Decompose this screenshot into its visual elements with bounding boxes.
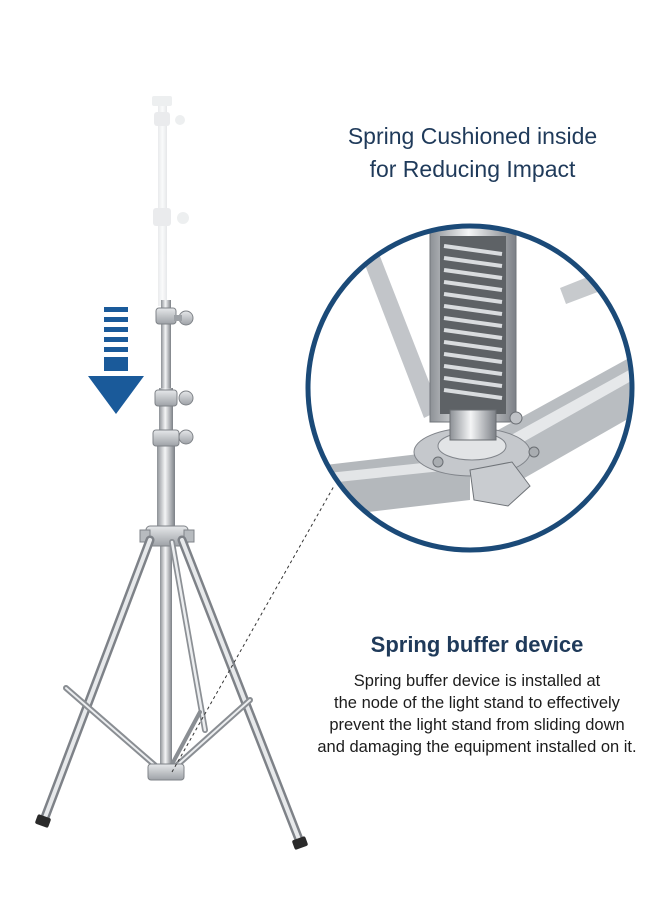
light-stand (35, 96, 308, 850)
spring-coils (443, 244, 503, 400)
feature-description: Spring buffer device is installed at the… (282, 670, 660, 758)
callout-line-2: for Reducing Impact (369, 156, 576, 182)
spring-zoom-view (305, 223, 635, 553)
lock-collar-lower (152, 429, 194, 447)
feature-line-3: prevent the light stand from sliding dow… (329, 716, 625, 734)
feature-line-1: Spring buffer device is installed at (353, 672, 601, 690)
center-column-bottom (160, 538, 172, 768)
down-arrow-icon (88, 307, 144, 414)
leg-braces (63, 685, 253, 771)
bottom-hub (147, 763, 185, 781)
leg-hub (139, 525, 195, 547)
callout-leader-line (171, 485, 335, 773)
lock-collar-middle (154, 389, 194, 407)
zoom-circle-ring (305, 223, 635, 553)
foot-right (292, 836, 308, 850)
lock-collar-top (155, 307, 194, 326)
faded-upper-section (152, 96, 189, 306)
center-column-top (161, 300, 171, 390)
feature-line-2: the node of the light stand to effective… (334, 694, 620, 712)
center-column-lower (157, 438, 175, 538)
foot-left (35, 814, 51, 828)
tripod-legs (39, 535, 305, 847)
feature-line-4: and damaging the equipment installed on … (317, 738, 637, 756)
callout-line-1: Spring Cushioned inside (347, 123, 598, 149)
feature-title: Spring buffer device (370, 632, 584, 657)
callout-heading: Spring Cushioned inside for Reducing Imp… (300, 120, 645, 186)
